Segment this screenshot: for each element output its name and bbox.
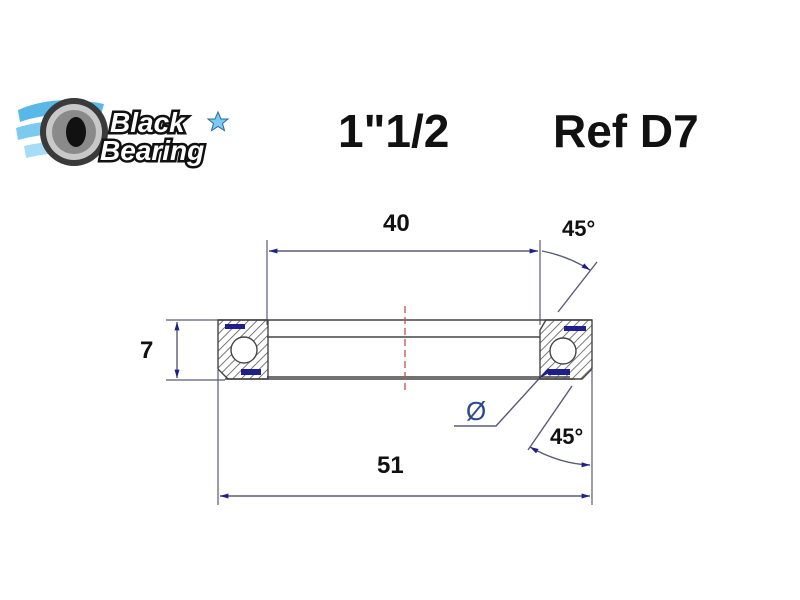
- right-seal-bottom: [548, 369, 570, 375]
- left-ball: [230, 336, 258, 364]
- diameter-leader: [454, 369, 548, 427]
- right-ball: [549, 337, 577, 365]
- top-angle-value: 45°: [562, 216, 596, 241]
- reference-label: Ref D7: [553, 105, 699, 157]
- height-value: 7: [140, 337, 154, 364]
- black-bearing-logo: Black Bearing: [16, 98, 230, 169]
- dimension-lines: [174, 248, 598, 499]
- bearing-wheel-icon: [40, 98, 108, 166]
- bottom-angle-value: 45°: [550, 424, 584, 449]
- left-race-section: [217, 319, 269, 380]
- star-icon: [206, 110, 230, 132]
- right-seal-top: [564, 326, 586, 331]
- left-seal-bottom: [241, 369, 261, 375]
- extension-lines: [166, 240, 593, 505]
- top-angle-arc: [541, 250, 591, 271]
- outer-diameter-value: 51: [377, 452, 404, 479]
- logo-text-bearing: Bearing: [100, 135, 204, 166]
- bottom-angle-arc: [529, 446, 591, 468]
- right-race-section: [539, 319, 593, 380]
- bearing-size-label: 1"1/2: [338, 105, 450, 157]
- left-seal-top: [225, 324, 245, 329]
- inner-diameter-value: 40: [383, 210, 410, 237]
- diameter-symbol-icon: Ø: [466, 396, 487, 426]
- logo-text-black: Black: [110, 107, 186, 138]
